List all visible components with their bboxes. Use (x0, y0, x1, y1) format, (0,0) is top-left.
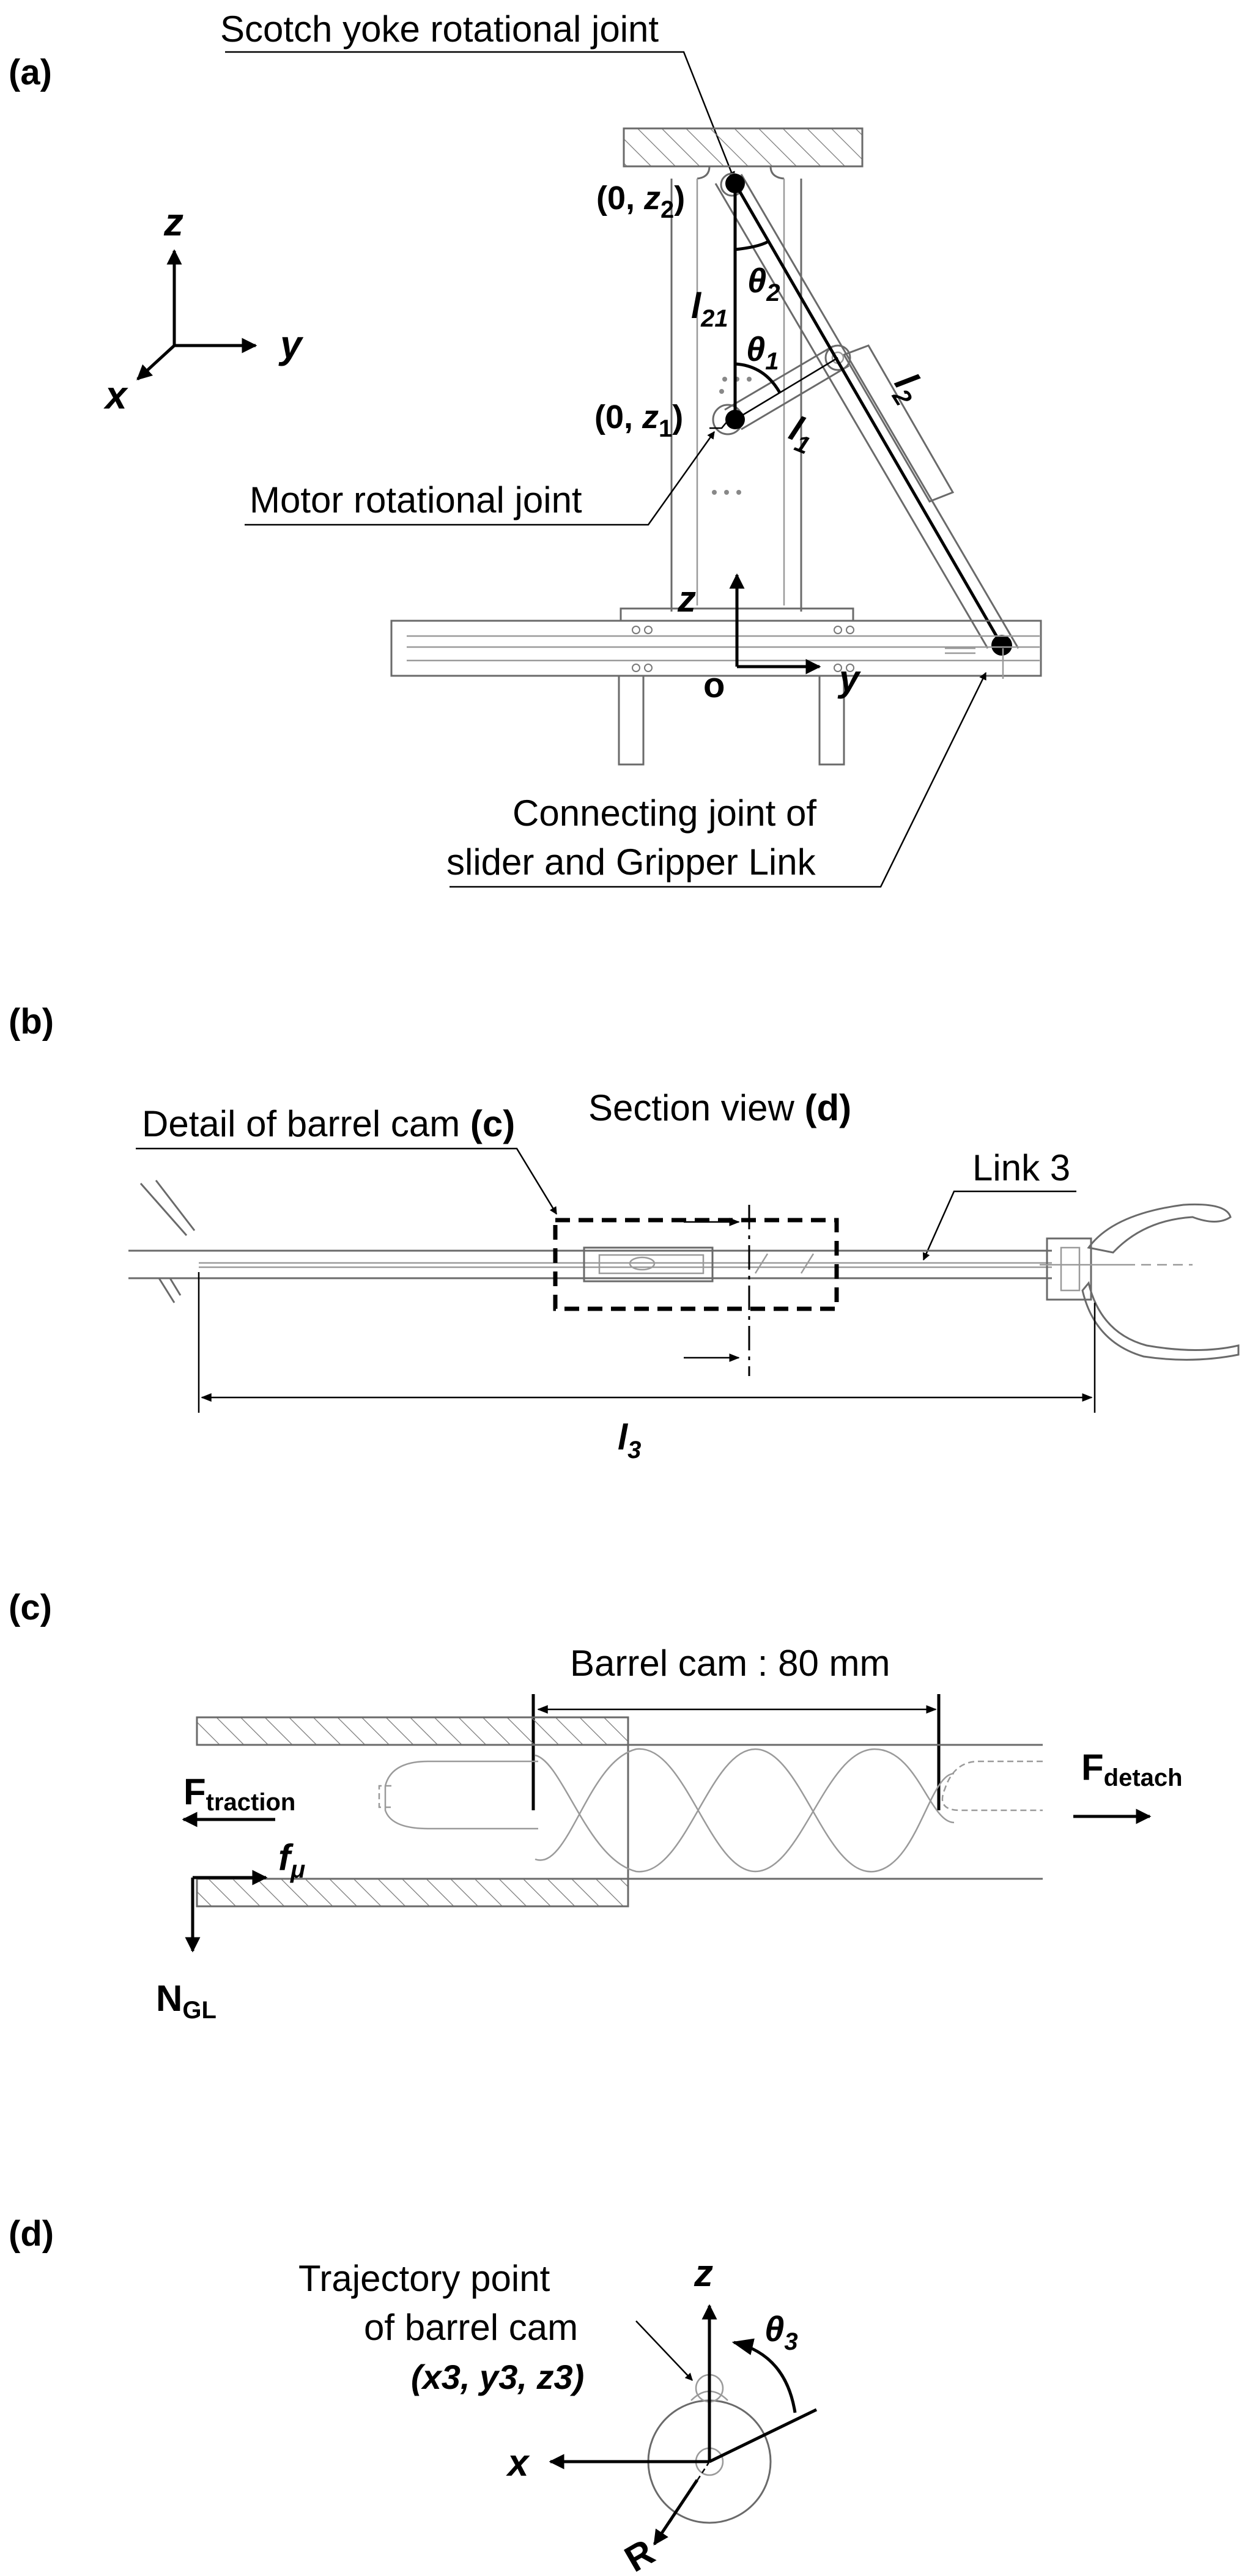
link-l2-line (733, 182, 1004, 646)
panel-b: (b) Detail of barrel cam (c) Section vie… (9, 1002, 1240, 1464)
link-l1-body (724, 344, 851, 431)
panel-d: (d) Trajectory point of barrel cam (x3, … (9, 2214, 818, 2576)
theta2-arc (734, 240, 769, 251)
panel-c-tag: (c) (9, 1588, 52, 1627)
link3-leader (922, 1190, 1076, 1261)
gripper (1040, 1203, 1240, 1361)
point-z2-label: (0, z2) (596, 180, 685, 223)
panel-c: (c) Barrel cam : 80 mm Ftraction Fdetach… (9, 1588, 1183, 2024)
barrel-cam-length-label: Barrel cam : 80 mm (570, 1643, 890, 1684)
panel-a: (a) Scotch yoke rotational joint z y x (9, 9, 1042, 888)
panel-d-tag: (d) (9, 2214, 54, 2254)
link3-shaft (128, 1180, 1052, 1303)
d-z-label: z (694, 2252, 713, 2295)
motor-joint-leader (245, 431, 716, 526)
d-r-label: R (618, 2531, 661, 2576)
l2-label: l2 (882, 366, 933, 410)
theta1-label: θ1 (746, 330, 779, 375)
detail-box (553, 1218, 839, 1311)
trajectory-coords: (x3, y3, z3) (411, 2358, 584, 2396)
n-gl-label: NGL (156, 1978, 216, 2024)
point-z1-label: (0, z1) (594, 399, 683, 442)
link-l1-line (734, 357, 838, 421)
connecting-joint-line2: slider and Gripper Link (446, 842, 816, 883)
theta1-arc (734, 362, 782, 394)
d-theta3-ray (708, 2408, 818, 2463)
local-z-label: z (677, 579, 696, 620)
global-x-axis (136, 344, 176, 380)
connecting-joint-line1: Connecting joint of (512, 793, 816, 834)
f-traction-label: Ftraction (183, 1771, 295, 1816)
top-plate (623, 127, 864, 168)
global-y-label: y (278, 322, 304, 366)
joint-slider-dot (991, 635, 1012, 656)
l3-label: l3 (618, 1418, 641, 1464)
detail-barrel-cam-label: Detail of barrel cam (c) (142, 1103, 515, 1144)
global-axes: z y x (103, 200, 304, 417)
helix-groove-a (535, 1748, 955, 1873)
link-l2-body (714, 174, 1019, 649)
d-x-label: x (506, 2442, 530, 2484)
trajectory-label-line2: of barrel cam (364, 2307, 578, 2348)
trajectory-label-line1: Trajectory point (298, 2258, 550, 2299)
link3-label: Link 3 (972, 1147, 1070, 1188)
l21-label: l21 (691, 286, 728, 332)
panel-b-tag: (b) (9, 1002, 54, 1042)
connecting-joint-leader (450, 672, 987, 888)
helix-groove-b (535, 1748, 955, 1873)
local-y-label: y (837, 658, 861, 699)
local-axes: z y o (677, 573, 861, 705)
detail-leader (136, 1147, 558, 1215)
joint-top-dot (725, 174, 745, 193)
global-x-label: x (103, 373, 128, 417)
trajectory-leader (635, 2320, 693, 2381)
theta2-label: θ2 (747, 261, 780, 306)
section-view-label: Section view (d) (588, 1087, 851, 1128)
joint-motor-dot (725, 410, 745, 429)
motor-joint-label: Motor rotational joint (250, 479, 582, 520)
l1-label: l1 (782, 409, 821, 460)
f-mu-label: fμ (278, 1837, 305, 1883)
panel-a-tag: (a) (9, 53, 52, 92)
global-z-label: z (163, 200, 183, 244)
d-r-arrow (653, 2479, 699, 2546)
barrel-sleeve (196, 1716, 1043, 1908)
theta3-arc (731, 2338, 797, 2413)
f-detach-label: Fdetach (1081, 1747, 1183, 1791)
theta3-label: θ3 (764, 2309, 798, 2355)
scotch-yoke-joint-label: Scotch yoke rotational joint (220, 9, 659, 50)
local-origin-label: o (703, 665, 725, 705)
